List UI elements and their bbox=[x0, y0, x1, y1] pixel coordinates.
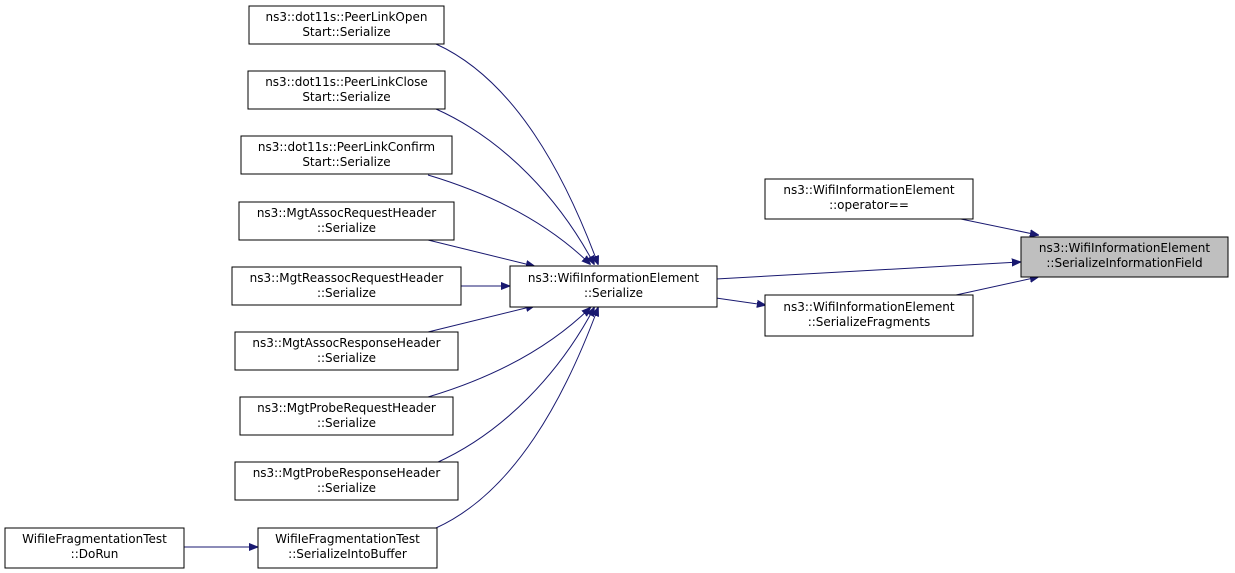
node-label-line1: WifiIeFragmentationTest bbox=[275, 532, 420, 546]
node-label-line1: ns3::MgtReassocRequestHeader bbox=[250, 271, 444, 285]
node-label-line1: WifiIeFragmentationTest bbox=[22, 532, 167, 546]
node-peerlink-close-start-serialize[interactable]: ns3::dot11s::PeerLinkClose Start::Serial… bbox=[247, 70, 446, 110]
node-label-line2: ::Serialize bbox=[317, 481, 376, 495]
node-label-line2: ::Serialize bbox=[317, 416, 376, 430]
node-label-line2: ::DoRun bbox=[71, 547, 119, 561]
edge-operator-eq-to-serialize-information-field bbox=[955, 217, 1038, 235]
node-label-line2: ::operator== bbox=[829, 198, 909, 212]
edge-fragmentation-buffer-to-serialize bbox=[435, 308, 598, 529]
node-mgt-assoc-response-header-serialize[interactable]: ns3::MgtAssocResponseHeader ::Serialize bbox=[234, 331, 459, 371]
node-label-line1: ns3::MgtAssocRequestHeader bbox=[257, 206, 436, 220]
edge-mgt-assoc-response-to-serialize bbox=[427, 306, 534, 333]
node-wifiie-fragmentation-test-do-run[interactable]: WifiIeFragmentationTest ::DoRun bbox=[4, 527, 185, 569]
edge-peerlink-open-to-serialize bbox=[435, 43, 598, 264]
node-label-line1: ns3::MgtProbeResponseHeader bbox=[253, 466, 441, 480]
node-wifi-information-element-operator-eq[interactable]: ns3::WifiInformationElement ::operator== bbox=[764, 178, 974, 220]
node-label-line1: ns3::WifiInformationElement bbox=[528, 271, 700, 285]
node-label-line2: ::Serialize bbox=[317, 221, 376, 235]
node-label-line2: Start::Serialize bbox=[302, 155, 390, 169]
node-wifi-information-element-serialize-fragments[interactable]: ns3::WifiInformationElement ::SerializeF… bbox=[764, 294, 974, 337]
node-mgt-probe-response-header-serialize[interactable]: ns3::MgtProbeResponseHeader ::Serialize bbox=[234, 461, 459, 501]
node-label-line1: ns3::WifiInformationElement bbox=[1039, 241, 1211, 255]
edge-mgt-probe-response-to-serialize bbox=[435, 308, 594, 464]
node-label-line1: ns3::WifiInformationElement bbox=[783, 300, 955, 314]
node-label-line1: ns3::MgtProbeRequestHeader bbox=[257, 401, 436, 415]
node-label-line2: ::SerializeInformationField bbox=[1046, 256, 1202, 270]
node-label-line1: ns3::WifiInformationElement bbox=[783, 183, 955, 197]
node-wifi-information-element-serialize[interactable]: ns3::WifiInformationElement ::Serialize bbox=[509, 265, 718, 308]
edge-serialize-to-serialize-information-field bbox=[715, 262, 1020, 280]
edge-mgt-assoc-request-to-serialize bbox=[427, 239, 534, 266]
node-wifiie-fragmentation-test-serialize-into-buffer[interactable]: WifiIeFragmentationTest ::SerializeIntoB… bbox=[257, 527, 438, 569]
node-label-line2: ::SerializeFragments bbox=[808, 315, 931, 329]
node-wifi-information-element-serialize-information-field[interactable]: ns3::WifiInformationElement ::SerializeI… bbox=[1020, 236, 1229, 278]
node-mgt-probe-request-header-serialize[interactable]: ns3::MgtProbeRequestHeader ::Serialize bbox=[239, 396, 454, 436]
node-label-line1: ns3::dot11s::PeerLinkConfirm bbox=[258, 140, 435, 154]
edge-peerlink-confirm-to-serialize bbox=[427, 174, 590, 264]
edge-serialize-fragments-to-serialize-information-field bbox=[955, 277, 1038, 296]
node-label-line1: ns3::dot11s::PeerLinkClose bbox=[265, 75, 428, 89]
node-mgt-assoc-request-header-serialize[interactable]: ns3::MgtAssocRequestHeader ::Serialize bbox=[238, 201, 455, 241]
node-label-line2: ::Serialize bbox=[317, 286, 376, 300]
node-peerlink-open-start-serialize[interactable]: ns3::dot11s::PeerLinkOpen Start::Seriali… bbox=[248, 5, 445, 45]
node-peerlink-confirm-start-serialize[interactable]: ns3::dot11s::PeerLinkConfirm Start::Seri… bbox=[240, 135, 453, 175]
node-label-line2: ::Serialize bbox=[317, 351, 376, 365]
node-label-line2: Start::Serialize bbox=[302, 25, 390, 39]
node-label-line2: ::Serialize bbox=[584, 286, 643, 300]
edge-peerlink-close-to-serialize bbox=[435, 108, 594, 264]
node-label-line1: ns3::MgtAssocResponseHeader bbox=[252, 336, 440, 350]
edge-serialize-to-serialize-fragments bbox=[715, 297, 765, 305]
edge-mgt-probe-request-to-serialize bbox=[427, 308, 590, 398]
node-label-line2: ::SerializeIntoBuffer bbox=[288, 547, 407, 561]
node-label-line1: ns3::dot11s::PeerLinkOpen bbox=[266, 10, 428, 24]
node-label-line2: Start::Serialize bbox=[302, 90, 390, 104]
node-mgt-reassoc-request-header-serialize[interactable]: ns3::MgtReassocRequestHeader ::Serialize bbox=[231, 266, 462, 306]
